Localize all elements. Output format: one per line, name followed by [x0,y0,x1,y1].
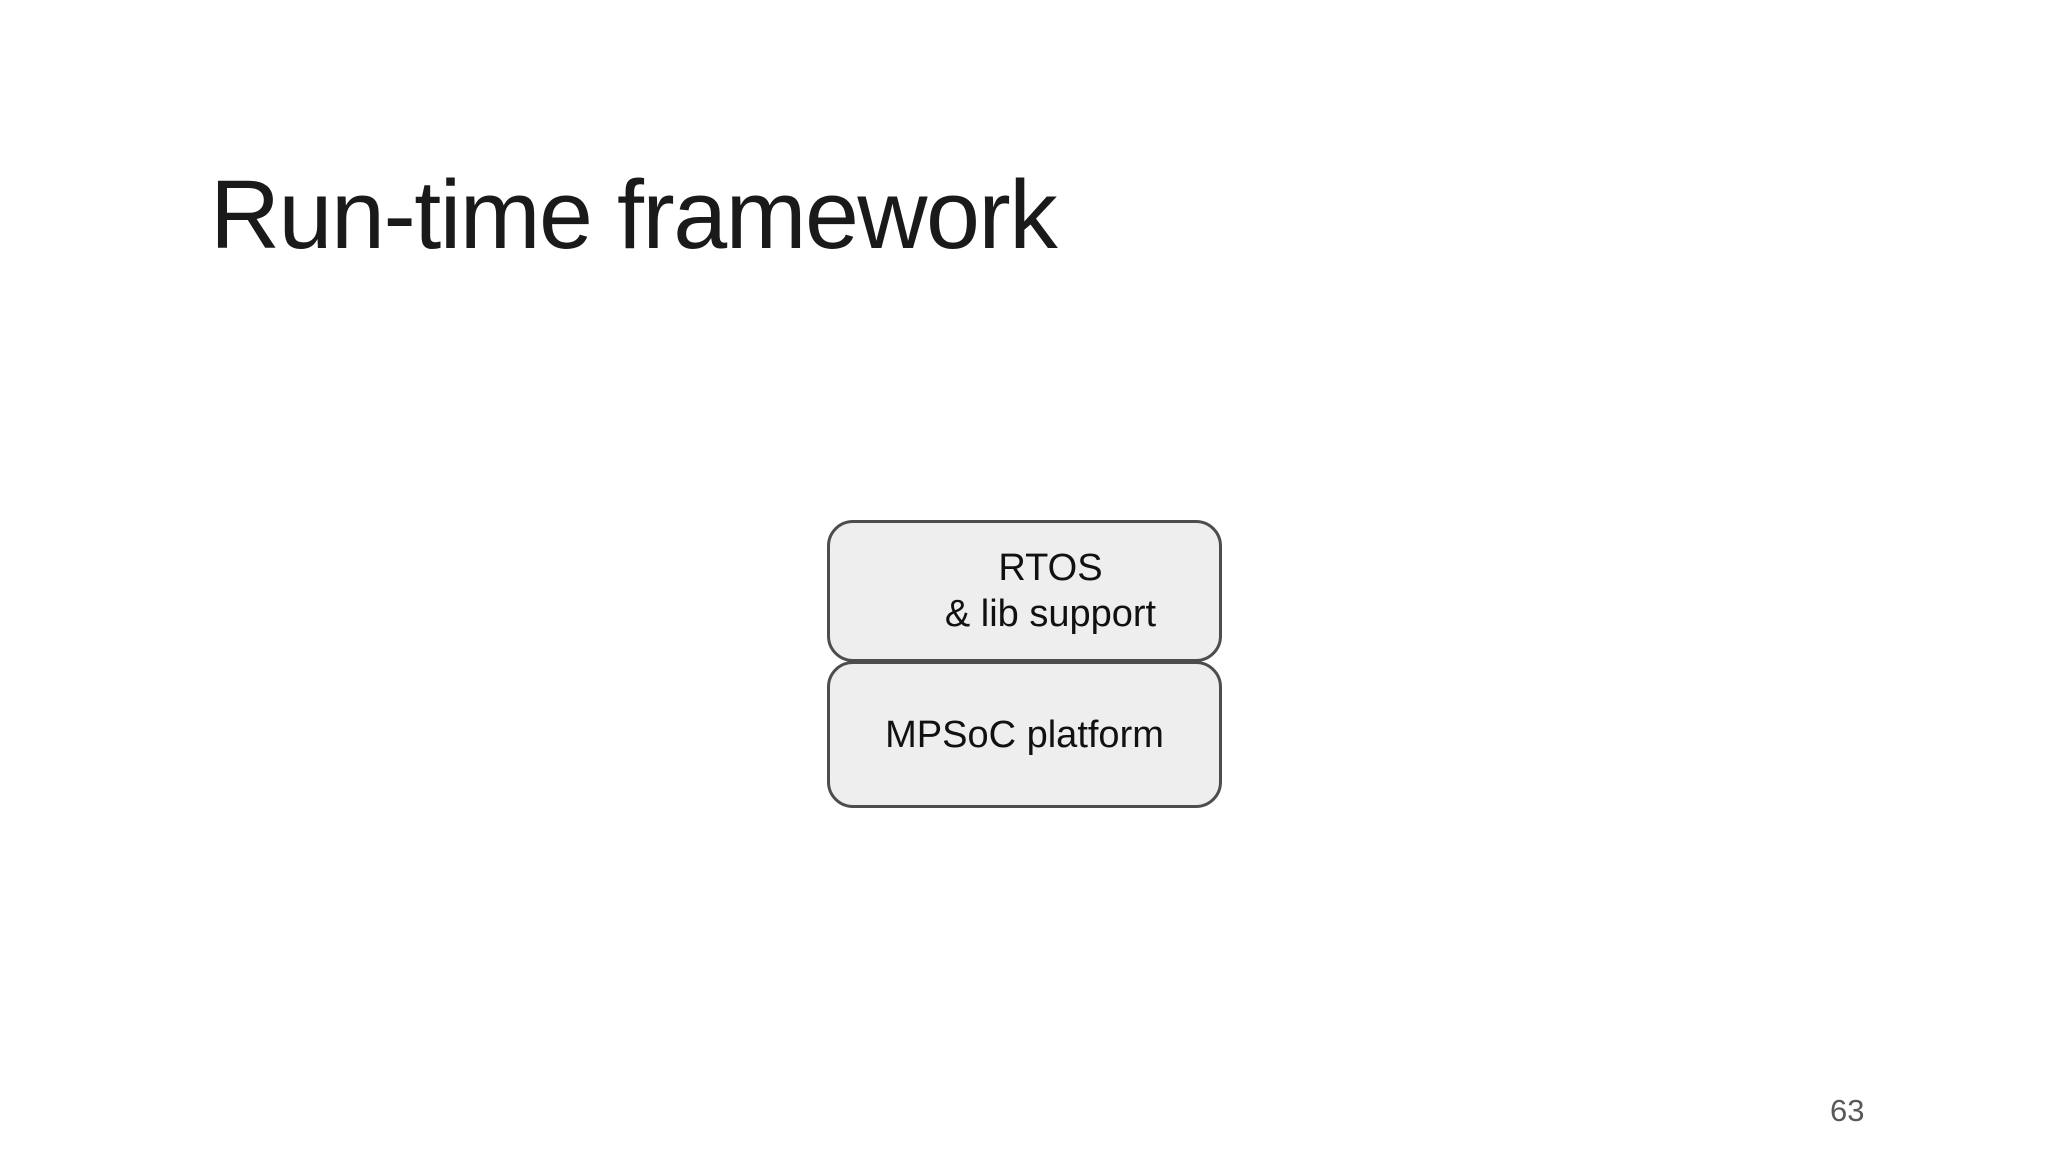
rtos-box-label: RTOS & lib support [945,545,1156,637]
mpsoc-box: MPSoC platform [827,661,1222,808]
rtos-box-line-1: RTOS [998,547,1103,589]
slide-title: Run-time framework [210,160,1058,269]
mpsoc-box-label: MPSoC platform [885,712,1164,758]
mpsoc-box-line-1: MPSoC platform [885,713,1164,756]
rtos-box: RTOS & lib support [827,520,1222,662]
rtos-box-line-2: & lib support [944,593,1157,635]
page-number: 63 [1830,1093,1865,1128]
diagram-stack: RTOS & lib support MPSoC platform [827,520,1222,808]
